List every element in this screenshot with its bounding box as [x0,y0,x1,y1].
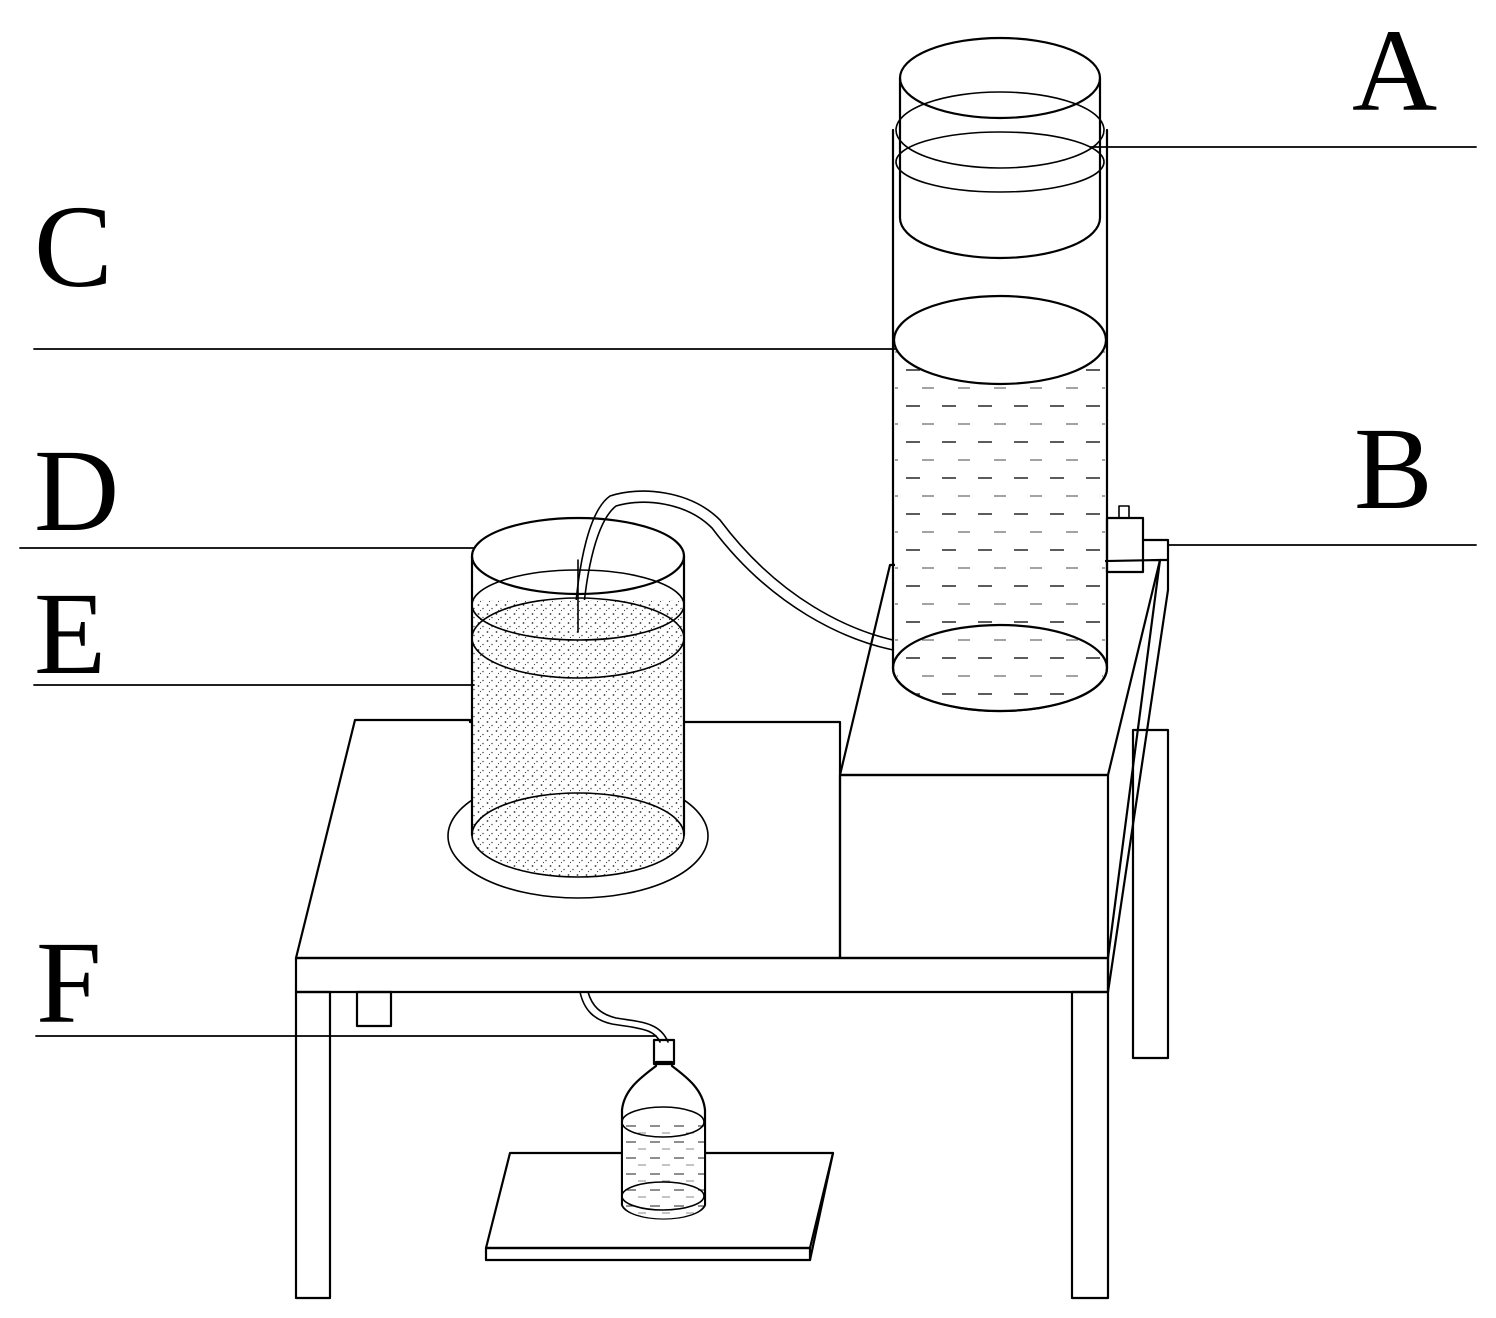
bottle-cap [652,1038,676,1066]
bottle-liquid [623,1122,704,1219]
tube-line-outer [573,490,894,641]
label-d: D [34,425,119,556]
table-leg-back-right [1131,728,1170,1060]
bottle-tray-edge [484,1246,812,1262]
tray-edge-right [808,1151,835,1262]
label-e: E [34,568,106,699]
bottle-bottom [621,1181,705,1211]
column-top-plug-rim [898,36,1102,120]
label-f: F [36,917,102,1048]
label-a: A [1352,5,1437,136]
valve-pipe [1141,538,1170,562]
collection-bottle-assembly [484,991,835,1262]
table-front-edge [294,956,1110,994]
column-plug-band-1 [895,91,1105,169]
column-water-surface [892,294,1108,386]
collection-bottle [620,1060,707,1220]
stand-front [838,773,1110,960]
drain-tube-inner [587,991,669,1043]
labels: A B C D E F [34,5,1437,1048]
sand-cylinder [447,516,709,899]
column-bottom-ellipse [891,623,1109,713]
table-leg-front-right [1070,990,1110,1300]
table-leg-back-left [355,990,393,1028]
column-water [895,340,1105,710]
label-b: B [1354,403,1433,534]
column-plug-band-2 [895,131,1105,193]
leader-lines [19,146,1477,1037]
bottle-liquid-surface [621,1106,705,1138]
soil-column [891,36,1170,713]
tube-line-inner [581,501,894,651]
drain-tube-outer [579,991,661,1043]
connecting-tube [573,490,894,651]
table-leg-front-left [294,990,332,1300]
column-outlet-valve [1105,516,1145,574]
table [294,558,1170,1300]
label-c: C [34,181,113,312]
table-side-edge [1106,558,1170,994]
valve-stem [1118,505,1130,519]
cylinder-sand [472,600,684,877]
column-top-plug [898,76,1102,260]
